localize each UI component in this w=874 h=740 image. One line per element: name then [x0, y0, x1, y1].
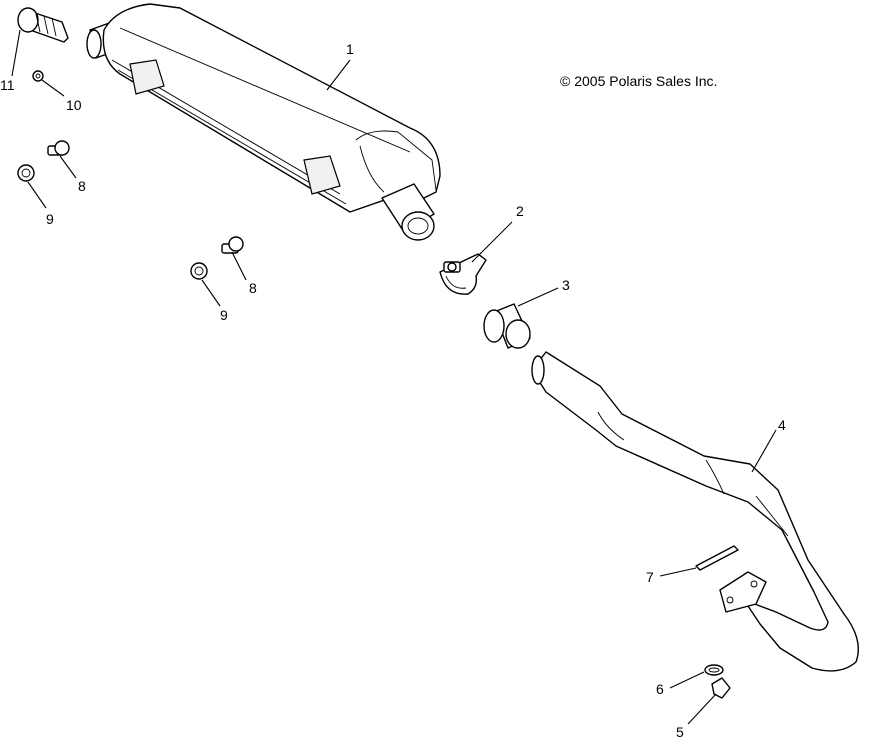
part-5-nut[interactable] [711, 677, 731, 699]
copyright-text: © 2005 Polaris Sales Inc. [560, 73, 717, 89]
part-6-washer[interactable] [704, 664, 724, 676]
callout-9-upper: 9 [46, 211, 54, 227]
callout-6: 6 [656, 681, 664, 697]
callout-8-lower: 8 [249, 280, 257, 296]
part-9-grommet-upper[interactable] [17, 164, 35, 182]
leader-lines [11, 29, 777, 725]
callout-10: 10 [66, 97, 82, 113]
part-2-clamp[interactable] [439, 253, 487, 295]
callout-5: 5 [676, 724, 684, 740]
part-4-head-pipe[interactable] [531, 351, 859, 672]
callout-7: 7 [646, 569, 654, 585]
part-1-muffler[interactable] [86, 3, 441, 241]
callout-3: 3 [562, 277, 570, 293]
callout-9-lower: 9 [220, 307, 228, 323]
part-3-sleeve[interactable] [483, 303, 531, 349]
part-7-gasket[interactable] [695, 545, 739, 571]
callout-2: 2 [516, 203, 524, 219]
part-8-bolt-upper[interactable] [47, 140, 70, 156]
callout-1: 1 [346, 41, 354, 57]
callout-4: 4 [778, 417, 786, 433]
part-4-flange [719, 571, 767, 613]
part-10-nut[interactable] [32, 70, 44, 82]
part-11-tail-tip[interactable] [17, 7, 69, 43]
part-9-grommet-lower[interactable] [190, 262, 208, 280]
callout-8-upper: 8 [78, 178, 86, 194]
part-8-bolt-lower[interactable] [221, 236, 244, 254]
callout-11: 11 [0, 77, 15, 93]
